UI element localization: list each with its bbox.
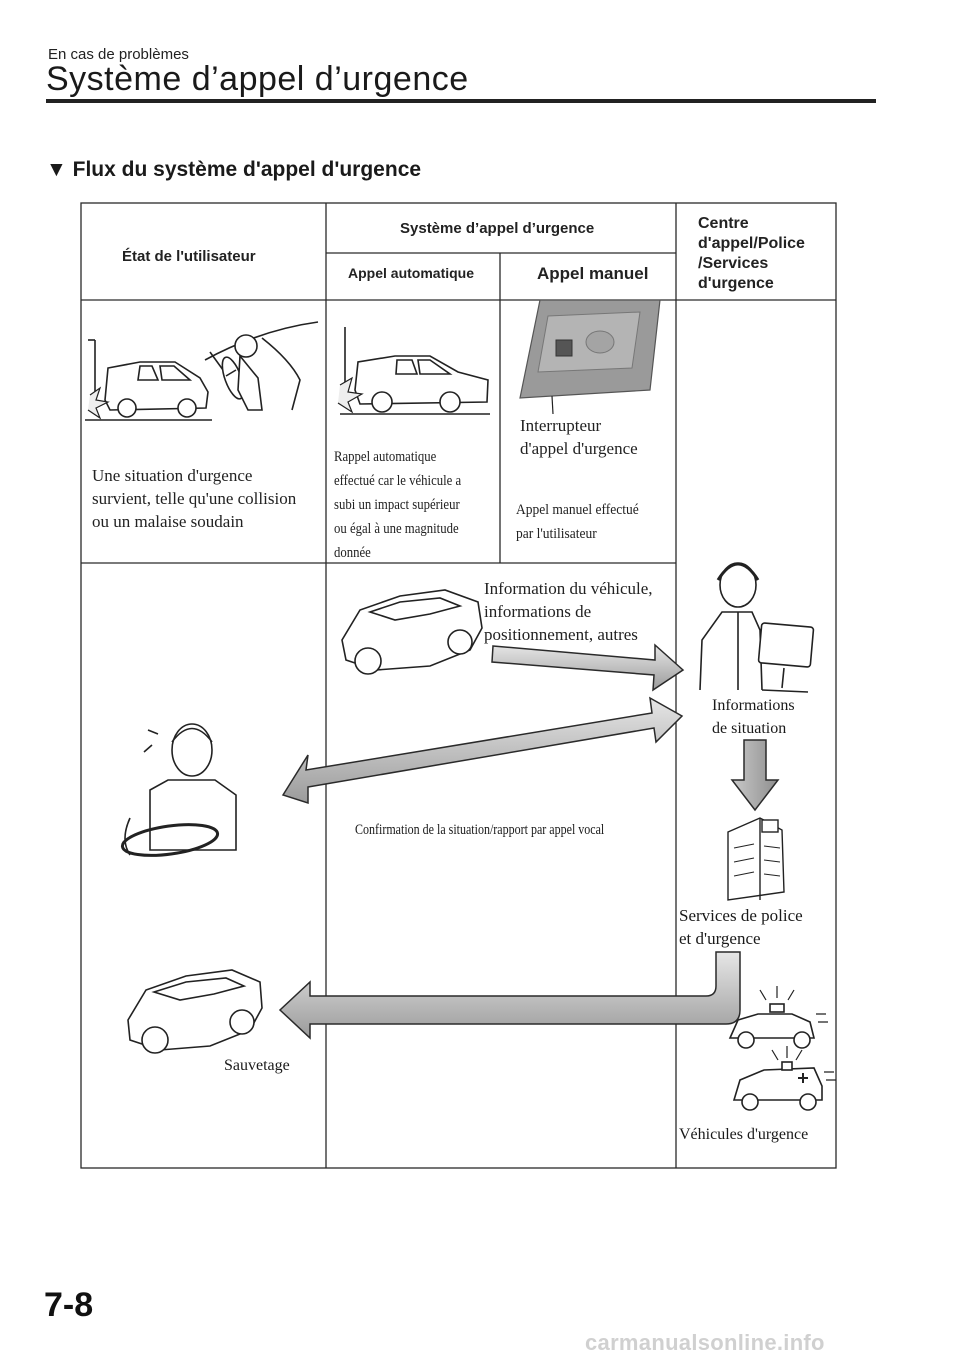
arrow-center-to-services bbox=[730, 739, 780, 812]
call-center-operator-illustration bbox=[699, 562, 815, 693]
vehicle-information-label: Information du véhicule, informations de… bbox=[484, 579, 653, 644]
emergency-vehicles-label: Véhicules d'urgence bbox=[679, 1126, 809, 1143]
watermark: carmanualsonline.info bbox=[585, 1330, 825, 1355]
page-number: 7-8 bbox=[44, 1286, 94, 1324]
vehicle-3quarter-illustration bbox=[341, 589, 483, 675]
section-label: En cas de problèmes bbox=[48, 46, 189, 63]
manual-call-description: Appel manuel effectué par l'utilisateur bbox=[516, 502, 639, 542]
collision-car-illustration bbox=[85, 321, 319, 421]
header-call-center: Centre d'appel/Police /Services d'urgenc… bbox=[698, 215, 805, 292]
triangle-marker-icon: ▼ bbox=[46, 158, 67, 181]
page-title: Système d’appel d’urgence bbox=[46, 60, 469, 98]
situation-information-label: Informations de situation bbox=[712, 697, 795, 737]
driver-illustration bbox=[120, 723, 237, 857]
header-emergency-system: Système d’appel d’urgence bbox=[400, 220, 595, 237]
header-automatic-call: Appel automatique bbox=[348, 265, 475, 281]
rescue-car-illustration bbox=[127, 969, 263, 1054]
arrow-services-to-rescue bbox=[278, 951, 741, 1040]
ambulance-illustration bbox=[732, 1046, 836, 1111]
police-car-illustration bbox=[728, 986, 828, 1049]
rescue-label: Sauvetage bbox=[224, 1057, 290, 1074]
subsection-title: Flux du système d'appel d'urgence bbox=[72, 158, 422, 181]
police-emergency-building-illustration bbox=[727, 817, 785, 901]
automatic-call-description: Rappel automatique effectué car le véhic… bbox=[334, 449, 462, 561]
police-emergency-services-label: Services de police et d'urgence bbox=[679, 906, 803, 948]
voice-confirmation-label: Confirmation de la situation/rapport par… bbox=[355, 822, 605, 838]
sos-switch-label: Interrupteur d'appel d'urgence bbox=[520, 416, 638, 458]
header-manual-call: Appel manuel bbox=[537, 264, 649, 283]
sos-switch-console-illustration bbox=[519, 299, 661, 415]
user-situation-text: Une situation d'urgence survient, telle … bbox=[92, 466, 297, 531]
title-rule bbox=[46, 99, 876, 103]
arrow-voice-confirmation-bidirectional bbox=[281, 696, 684, 805]
automatic-call-car-illustration bbox=[337, 327, 490, 415]
arrow-vehicle-to-center bbox=[491, 643, 685, 692]
subsection-heading: ▼ Flux du système d'appel d'urgence bbox=[46, 158, 421, 182]
header-user-state: État de l'utilisateur bbox=[122, 248, 256, 265]
